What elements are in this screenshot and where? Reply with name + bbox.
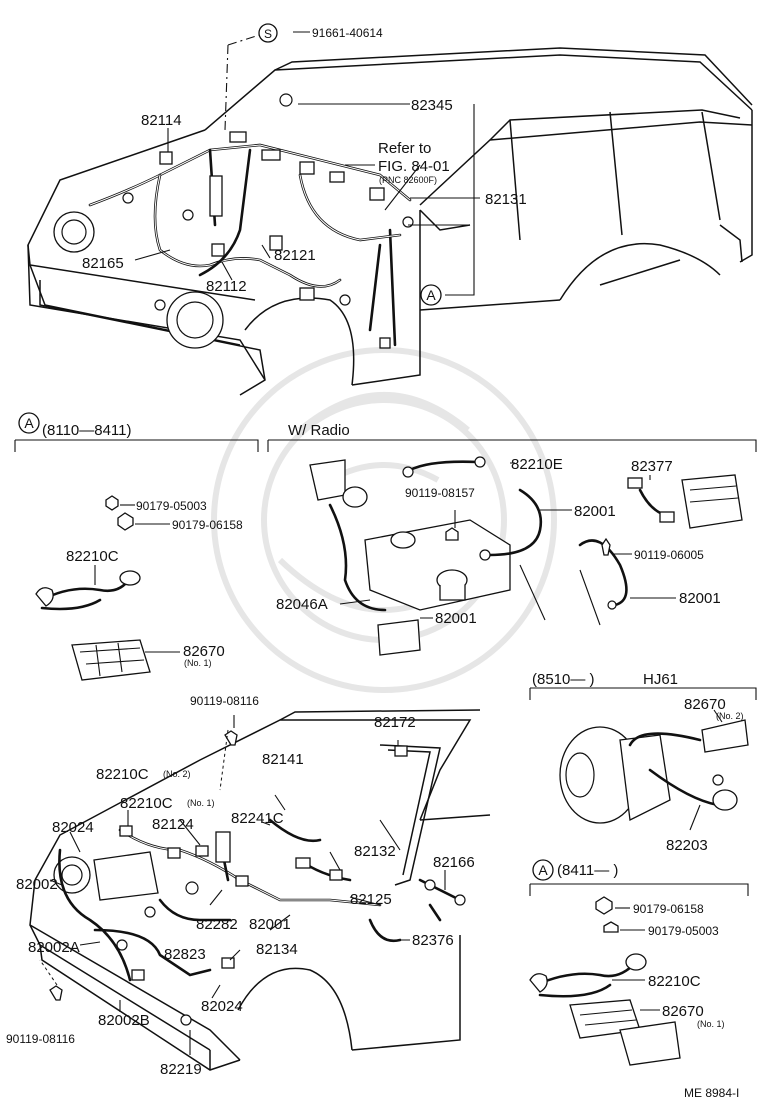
section-hj61-model: HJ61	[643, 671, 678, 688]
vehicle-top-illustration	[27, 29, 753, 396]
hj61-section-parts	[559, 709, 749, 831]
label-90179-05003-a: 90179-05003	[136, 499, 207, 513]
diagram-code: ME 8984-I	[684, 1086, 739, 1100]
label-82001-a: 82001	[574, 503, 616, 520]
label-82002a: 82002A	[28, 939, 80, 956]
label-82112: 82112	[206, 278, 247, 295]
label-82203: 82203	[666, 837, 708, 854]
label-82165: 82165	[82, 255, 124, 272]
marker-a-top-label: A	[426, 287, 436, 303]
label-82125: 82125	[350, 891, 392, 908]
label-82166: 82166	[433, 854, 475, 871]
label-82121: 82121	[274, 247, 316, 264]
label-82001-c: 82001	[435, 610, 477, 627]
label-pnc-82600f: (PNC 82600F)	[379, 175, 437, 185]
marker-a-section1-label: A	[24, 415, 34, 431]
label-82210e: 82210E	[511, 456, 563, 473]
section-frames	[14, 439, 757, 896]
label-82124: 82124	[152, 816, 194, 833]
label-82219: 82219	[160, 1061, 202, 1078]
label-82282: 82282	[196, 916, 238, 933]
label-no1-d: (No. 1)	[697, 1019, 725, 1029]
label-no1-c: (No. 1)	[187, 798, 215, 808]
marker-s-label: S	[264, 27, 272, 41]
label-82670-b: 82670	[684, 696, 726, 713]
part-labels: 91661-40614 82345 82114 Refer to FIG. 84…	[6, 26, 744, 1100]
label-fig-84-01: FIG. 84-01	[378, 158, 450, 175]
radio-section-parts	[309, 456, 743, 656]
label-82132: 82132	[354, 843, 396, 860]
label-82241c: 82241C	[231, 810, 284, 827]
label-82002: 82002	[16, 876, 58, 893]
label-82046a: 82046A	[276, 596, 328, 613]
section-hj61-range: (8510— )	[532, 671, 595, 688]
label-90119-06005: 90119-06005	[634, 548, 704, 562]
label-91661-40614: 91661-40614	[312, 26, 383, 40]
marker-s: S	[258, 23, 278, 43]
label-82376: 82376	[412, 932, 454, 949]
label-82345: 82345	[411, 97, 453, 114]
section-a2-parts	[529, 896, 681, 1066]
marker-a-section2-label: A	[538, 862, 548, 878]
marker-a-section2: A	[532, 859, 554, 881]
label-no2-c: (No. 2)	[163, 769, 191, 779]
label-82670-c: 82670	[662, 1003, 704, 1020]
label-82670-a: 82670	[183, 643, 225, 660]
label-refer-to: Refer to	[378, 140, 431, 157]
vehicle-bottom-illustration	[29, 709, 491, 1071]
label-90179-05003-b: 90179-05003	[648, 924, 719, 938]
label-82002b: 82002B	[98, 1012, 150, 1029]
section-a2-range: (8411— )	[557, 862, 618, 879]
section-w-radio: W/ Radio	[288, 422, 350, 439]
marker-a-section1: A	[18, 412, 40, 434]
label-90119-08116-a: 90119-08116	[190, 694, 259, 708]
label-82024-a: 82024	[52, 819, 94, 836]
label-82172: 82172	[374, 714, 416, 731]
label-82134: 82134	[256, 941, 298, 958]
section-a1-parts	[35, 495, 180, 681]
label-82210c-no2: 82210C	[96, 766, 149, 783]
label-90179-06158-a: 90179-06158	[172, 518, 243, 532]
section-a1-range: (8110—8411)	[42, 422, 132, 439]
label-82823: 82823	[164, 946, 206, 963]
label-82210c-a: 82210C	[66, 548, 119, 565]
marker-a-top: A	[420, 284, 442, 306]
label-82114: 82114	[141, 112, 182, 129]
label-90179-06158-b: 90179-06158	[633, 902, 704, 916]
label-82141: 82141	[262, 751, 304, 768]
label-82377: 82377	[631, 458, 673, 475]
label-90119-08157: 90119-08157	[405, 486, 475, 500]
label-no1-a: (No. 1)	[184, 658, 212, 668]
label-82024-b: 82024	[201, 998, 243, 1015]
label-82001-b: 82001	[679, 590, 721, 607]
label-82210c-b: 82210C	[648, 973, 701, 990]
label-90119-08116-b: 90119-08116	[6, 1032, 75, 1046]
label-82001-d: 82001	[249, 916, 291, 933]
label-82210c-no1: 82210C	[120, 795, 173, 812]
label-no2-b: (No. 2)	[716, 711, 744, 721]
label-82131: 82131	[485, 191, 527, 208]
